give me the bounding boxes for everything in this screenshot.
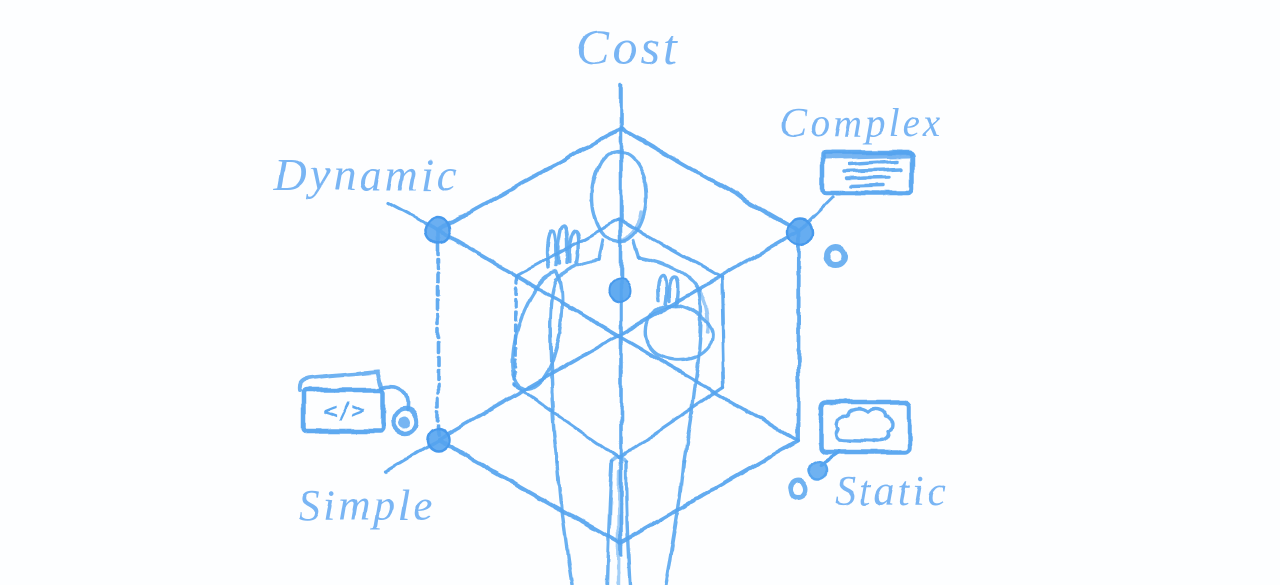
complex-card-top-edge [821, 150, 913, 160]
person-left-finger [545, 229, 559, 270]
person-neck-left [597, 238, 605, 261]
axis-labels: Cost Complex Dynamic Simple Static [272, 19, 949, 530]
hexagon-edge-bottom-right [618, 439, 800, 545]
person-neck-right [632, 239, 641, 259]
vertex-dot-top-right [785, 217, 815, 247]
person-leg-stroke [616, 470, 621, 585]
code-card-string [379, 385, 410, 412]
person-right-finger [656, 274, 670, 305]
inner-cube [513, 218, 726, 460]
vertex-dot-top-left [424, 216, 452, 244]
vertex-dot-bottom-left [425, 427, 451, 453]
person-head-shade [619, 210, 643, 244]
simple-label: Simple [298, 481, 436, 530]
hexagon-edge-right [796, 229, 801, 443]
code-card-bubble-core [398, 416, 410, 428]
cube-wireframe [384, 83, 835, 558]
inner-edge-bottom-right [617, 385, 726, 460]
code-card-lid [297, 369, 384, 393]
cost-label: Cost [576, 19, 680, 75]
complex-label: Complex [780, 100, 943, 145]
person-right-elbow [696, 286, 710, 334]
diagonal-ur-ll [436, 229, 801, 442]
cloud-bubble-ring [787, 478, 809, 500]
person-leg-inner-right [624, 460, 632, 585]
inner-edge-top-right [617, 218, 724, 280]
dynamic-label: Dynamic [272, 149, 460, 200]
person-leg-inner-left [605, 460, 614, 585]
person-sketch [511, 150, 715, 585]
person-torso-right [637, 255, 703, 464]
code-icon: </> [323, 399, 365, 425]
center-dot [608, 278, 632, 302]
person-torso-left [548, 257, 601, 464]
hexagon-edge-bottom-left [436, 438, 622, 545]
cloud-card-frame [818, 399, 912, 455]
code-card-bubble [390, 406, 420, 436]
person-head [590, 150, 648, 244]
cloud-icon [834, 406, 894, 443]
complex-card [819, 149, 915, 196]
ring-dot-complex [824, 244, 848, 268]
static-label: Static [835, 469, 949, 515]
node-dots [424, 216, 848, 453]
person-right-finger [668, 275, 681, 307]
inner-edge-top-left [514, 218, 621, 278]
person-leg-outer-right [664, 460, 686, 585]
person-leg-outer-left [556, 460, 574, 585]
code-card-frame [301, 387, 386, 434]
inner-edge-bottom-left [513, 383, 621, 460]
cloud-card [787, 399, 912, 500]
inner-edge-right [720, 276, 726, 389]
inner-edge-left [513, 274, 518, 387]
hexagon-edge-top-right [619, 126, 801, 233]
hexagon-edge-top-left [436, 126, 623, 232]
cloud-bubble-dot [807, 459, 829, 481]
person-left-forearm [511, 270, 564, 391]
text-lines-icon [841, 159, 903, 188]
code-card: </> [297, 369, 420, 436]
